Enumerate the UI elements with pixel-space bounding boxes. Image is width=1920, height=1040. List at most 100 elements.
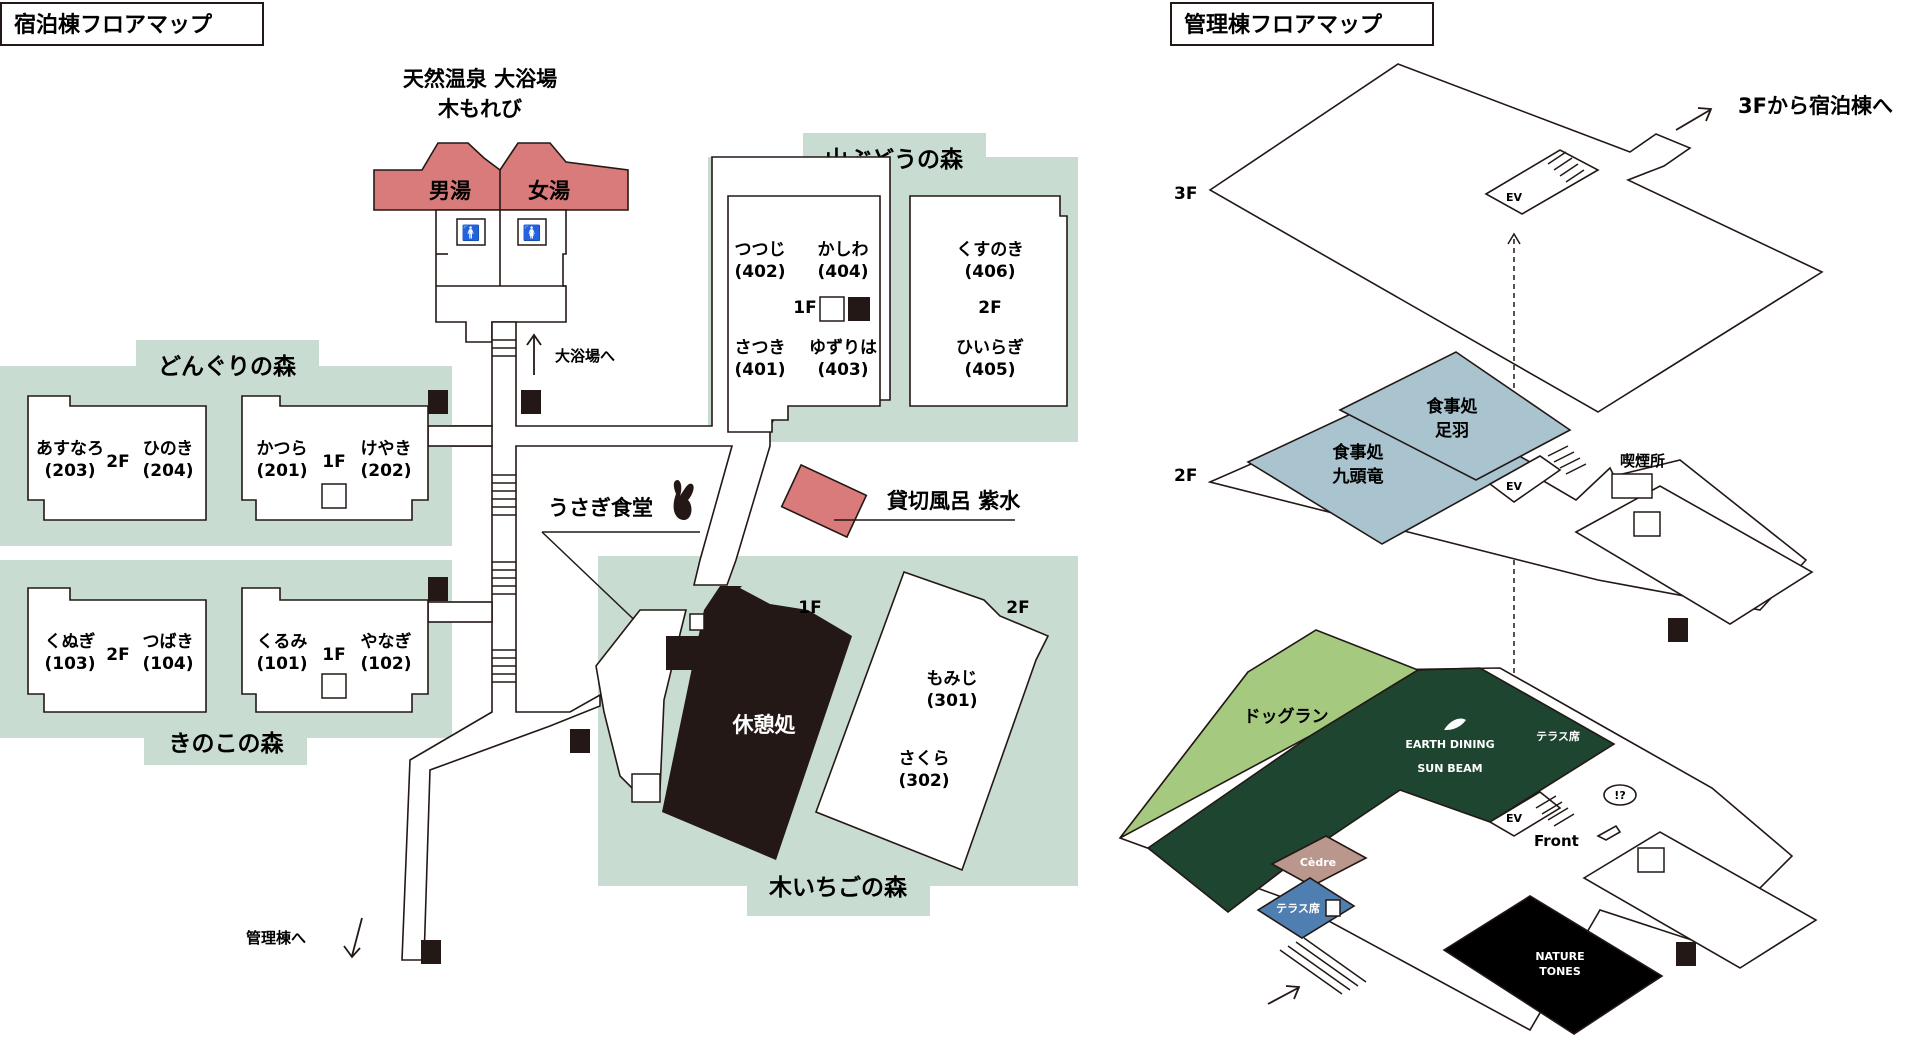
connector-kinoko (427, 601, 493, 623)
room-block-100a (27, 587, 207, 713)
lodging-title: 宿泊棟フロアマップ (14, 12, 213, 38)
bath-men-label: 男湯 (429, 179, 471, 203)
room-yanagi: やなぎ (361, 631, 412, 652)
room-asunaro: あすなろ (36, 439, 104, 459)
ev-2f-label: EV (1506, 480, 1523, 493)
lounge-label: 休憩処 (732, 713, 797, 737)
sun-beam-area (1146, 667, 1616, 914)
admin-title: 管理棟フロアマップ (1184, 12, 1383, 38)
room-kashiwa: かしわ (818, 240, 869, 260)
to-admin-label: 管理棟へ (246, 929, 306, 947)
to-lodging-label: 3Fから宿泊棟へ (1738, 94, 1893, 118)
rabbit-sign-icon (666, 636, 700, 670)
exit-icon-donguri (428, 390, 448, 414)
bath-building (373, 142, 629, 211)
room-keyaki-number: (202) (360, 461, 411, 481)
entrance-steps (1279, 937, 1367, 995)
private-bath-building (780, 463, 868, 539)
lodging-floor-map: 宿泊棟フロアマップ 山ぶどうの森 どんぐりの森 きのこの森 木いちごの森 天然温… (0, 2, 1078, 964)
floor-label-200a: 2F (106, 452, 129, 472)
dining-kuzuryu-line2: 九頭竜 (1332, 466, 1384, 487)
room-katsura: かつら (257, 439, 308, 459)
floor-label-200b: 1F (322, 452, 345, 472)
ev-1f-shaft (1488, 791, 1562, 837)
stairs-1f (1535, 795, 1575, 827)
nature-tones-line1: NATURE (1535, 950, 1584, 963)
terrace-right-label: テラス席 (1536, 729, 1580, 743)
ev-2f-shaft (1488, 455, 1562, 503)
room-momiji: もみじ (927, 669, 978, 689)
lodging-title-box (0, 2, 264, 46)
ev-1f-label: EV (1506, 812, 1523, 825)
men-toilet-icon (456, 218, 486, 246)
room-kurumi: くるみ (257, 632, 308, 652)
svg-text:🚹: 🚹 (462, 224, 481, 242)
svg-text:🚺: 🚺 (523, 224, 542, 242)
room-kunugi: くぬぎ (45, 631, 96, 652)
room-block-300 (814, 570, 1050, 872)
vending-icon-200 (321, 483, 347, 509)
floor-2f-label: 2F (1174, 466, 1197, 486)
room-hiiragi-number: (405) (964, 360, 1015, 380)
women-toilet-icon (517, 218, 547, 246)
forest-label-kiichigo: 木いちごの森 (768, 874, 908, 901)
usagi-dining-label: うさぎ食堂 (548, 496, 653, 520)
forest-label-kinoko: きのこの森 (169, 730, 285, 757)
room-yuzuriha-number: (403) (817, 360, 868, 380)
forest-tab-kiichigo (747, 868, 930, 916)
room-sakura-number: (302) (898, 771, 949, 791)
dining-ashiba-area (1338, 351, 1572, 481)
exit-icon-admin-path (421, 940, 441, 964)
ev-3f-shaft (1484, 149, 1600, 215)
room-tsubaki-number: (104) (142, 654, 193, 674)
room-tsutsuji-number: (402) (734, 262, 785, 282)
room-kusunoki-number: (406) (964, 262, 1015, 282)
bath-name-line2: 木もれび (437, 97, 522, 121)
bath-women-label: 女湯 (528, 179, 570, 203)
floor-label-kiichigo-1f: 1F (798, 598, 821, 618)
exit-icon-1f (1676, 942, 1696, 966)
leaf-icon (1444, 718, 1466, 730)
bath-name-line1: 天然温泉 大浴場 (403, 67, 557, 91)
room-block-100b (241, 587, 429, 713)
room-kashiwa-number: (404) (817, 262, 868, 282)
stairs-2f (1547, 445, 1587, 475)
stairs-3f (1547, 151, 1585, 183)
exit-icon-kinoko (428, 577, 448, 601)
terrace-left-area (1256, 877, 1356, 939)
stairs-upper (492, 339, 516, 357)
smoking-area-icon (1611, 473, 1653, 499)
room-hinoki: ひのき (143, 439, 194, 459)
vending-icon (819, 296, 845, 322)
vending-icon-100 (321, 673, 347, 699)
exit-icon-bath (521, 390, 541, 414)
cedre-label: Cèdre (1300, 856, 1336, 869)
room-yuzuriha: ゆずりは (809, 338, 877, 358)
rabbit-icon (673, 480, 694, 520)
lounge-block (662, 586, 852, 860)
menu-icon-terrace (1325, 899, 1341, 917)
stairs-kinoko (492, 561, 516, 595)
info-icon-label: !? (1614, 789, 1625, 802)
terrace-left-label: テラス席 (1276, 901, 1320, 915)
sun-beam-subtitle: EARTH DINING (1405, 738, 1494, 751)
floor-label-400: 1F (793, 298, 816, 318)
dog-run-area (1119, 629, 1420, 839)
forest-tab-kinoko (144, 720, 307, 765)
room-sakura: さくら (899, 749, 950, 769)
private-bath-label: 貸切風呂 紫水 (886, 489, 1021, 513)
room-kurumi-number: (101) (256, 654, 307, 674)
nature-tones-area (1442, 895, 1664, 1035)
room-block-405 (909, 195, 1068, 407)
stairs-donguri (492, 474, 516, 516)
room-hinoki-number: (204) (142, 461, 193, 481)
room-kunugi-number: (103) (44, 654, 95, 674)
lobby-block (595, 609, 688, 791)
room-block-200b (241, 395, 429, 521)
room-asunaro-number: (203) (44, 461, 95, 481)
room-block-400 (727, 195, 881, 433)
dining-kuzuryu-line1: 食事処 (1333, 442, 1384, 463)
nature-tones-line2: TONES (1539, 965, 1581, 978)
floor-label-100a: 2F (106, 645, 129, 665)
